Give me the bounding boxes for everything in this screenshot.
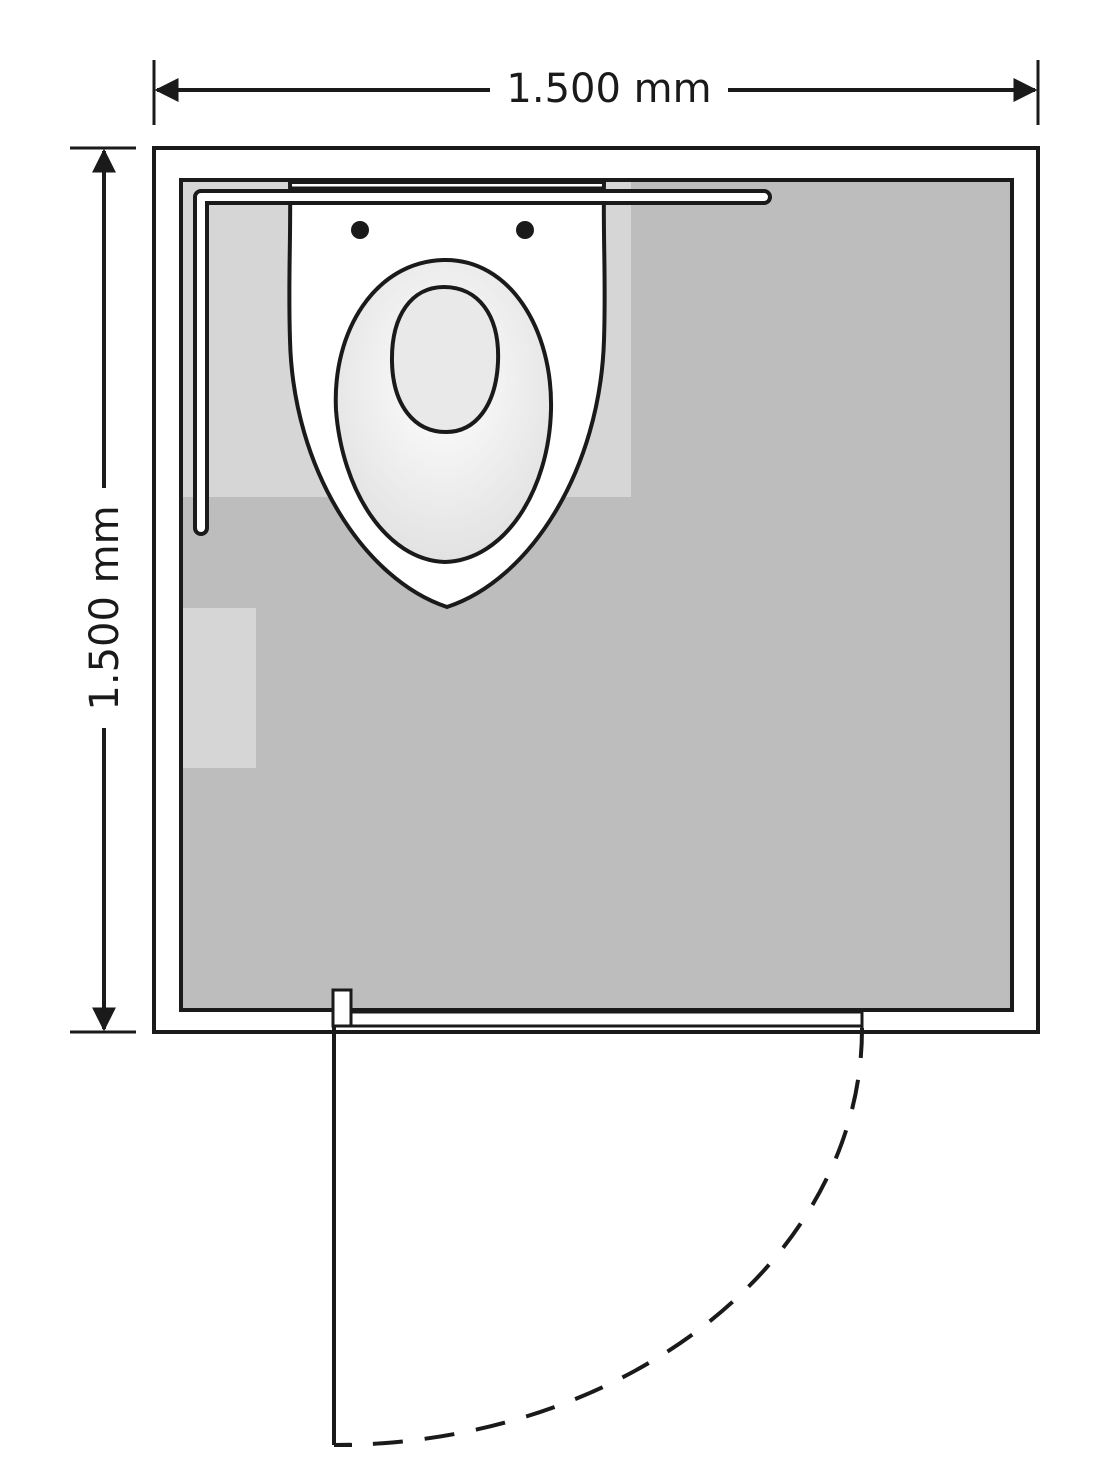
toilet-bolt-left <box>351 221 369 239</box>
width-label: 1.500 mm <box>506 66 711 112</box>
toilet-bolt-right <box>516 221 534 239</box>
side-clear-zone <box>183 608 256 768</box>
door-icon <box>331 988 865 1447</box>
toilet-icon <box>287 180 607 610</box>
door-frame-post <box>331 988 353 1028</box>
grab-bar-icon <box>193 189 772 536</box>
height-dimension: 1.500 mm <box>70 146 136 1034</box>
height-label: 1.500 mm <box>82 505 128 710</box>
door-swing-arc <box>333 1027 865 1447</box>
door-opening <box>349 1010 864 1028</box>
toilet-water <box>389 284 501 435</box>
width-dimension: 1.500 mm <box>152 60 1040 125</box>
